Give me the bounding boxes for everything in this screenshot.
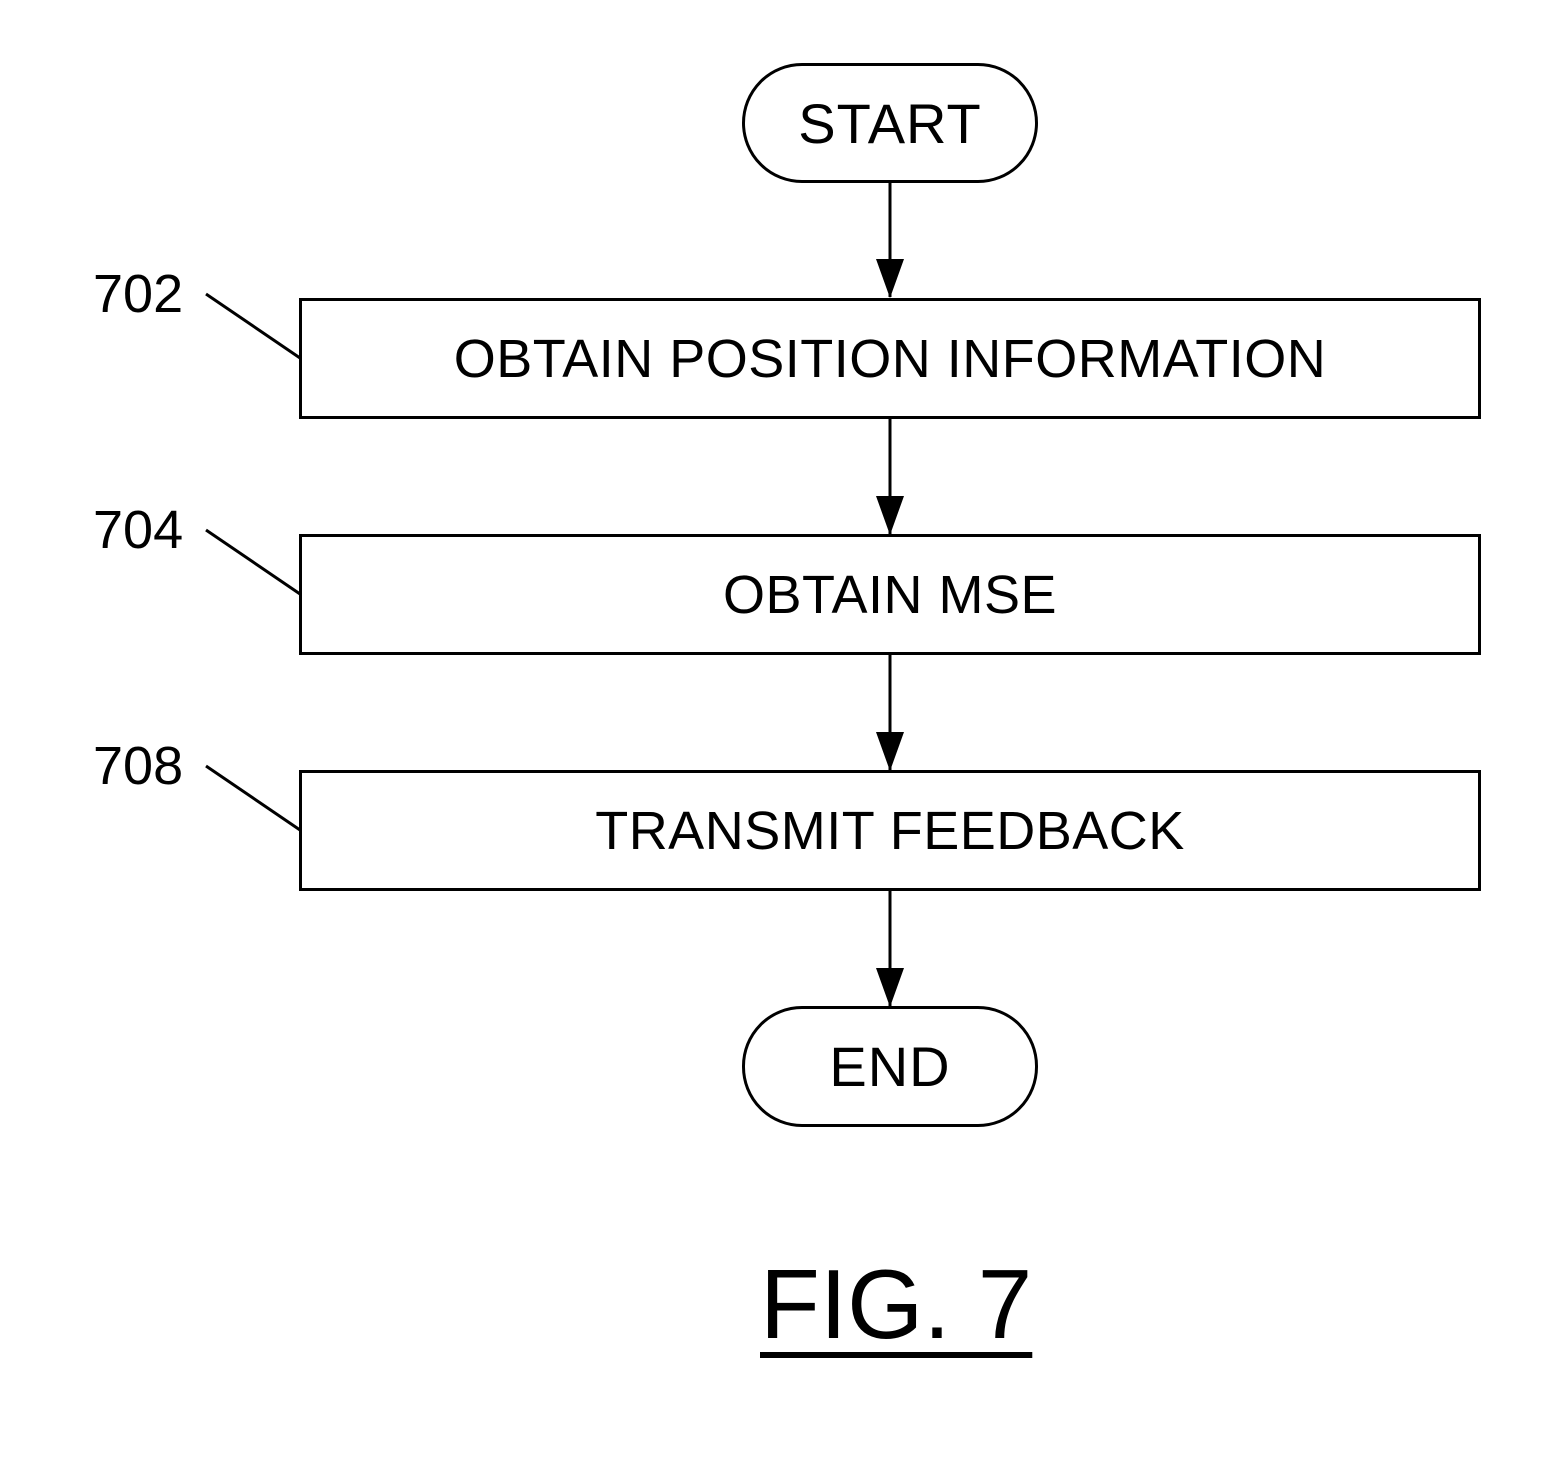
ref-numeral-708: 708 xyxy=(93,736,184,796)
step-label: OBTAIN MSE xyxy=(722,564,1058,625)
step-obtain-mse: OBTAIN MSE xyxy=(299,534,1481,655)
ref-numeral-702: 702 xyxy=(93,264,184,324)
leader-line-704 xyxy=(205,528,301,596)
step-label: TRANSMIT FEEDBACK xyxy=(595,800,1185,861)
leader-line-702 xyxy=(205,292,301,360)
step-label: OBTAIN POSITION INFORMATION xyxy=(453,328,1327,389)
arrowhead-704 xyxy=(876,496,904,535)
step-obtain-position-information: OBTAIN POSITION INFORMATION xyxy=(299,298,1481,419)
start-label: START xyxy=(798,91,982,155)
end-terminal: END xyxy=(742,1006,1038,1127)
leader-line-708 xyxy=(205,764,301,832)
end-label: END xyxy=(829,1035,951,1098)
ref-numeral-704: 704 xyxy=(93,500,184,560)
figure-label: FIG. 7 xyxy=(760,1249,1033,1359)
step-transmit-feedback: TRANSMIT FEEDBACK xyxy=(299,770,1481,891)
arrowhead-end xyxy=(876,968,904,1007)
arrowhead-702 xyxy=(876,259,904,298)
start-terminal: START xyxy=(742,63,1038,183)
arrowhead-708 xyxy=(876,732,904,771)
